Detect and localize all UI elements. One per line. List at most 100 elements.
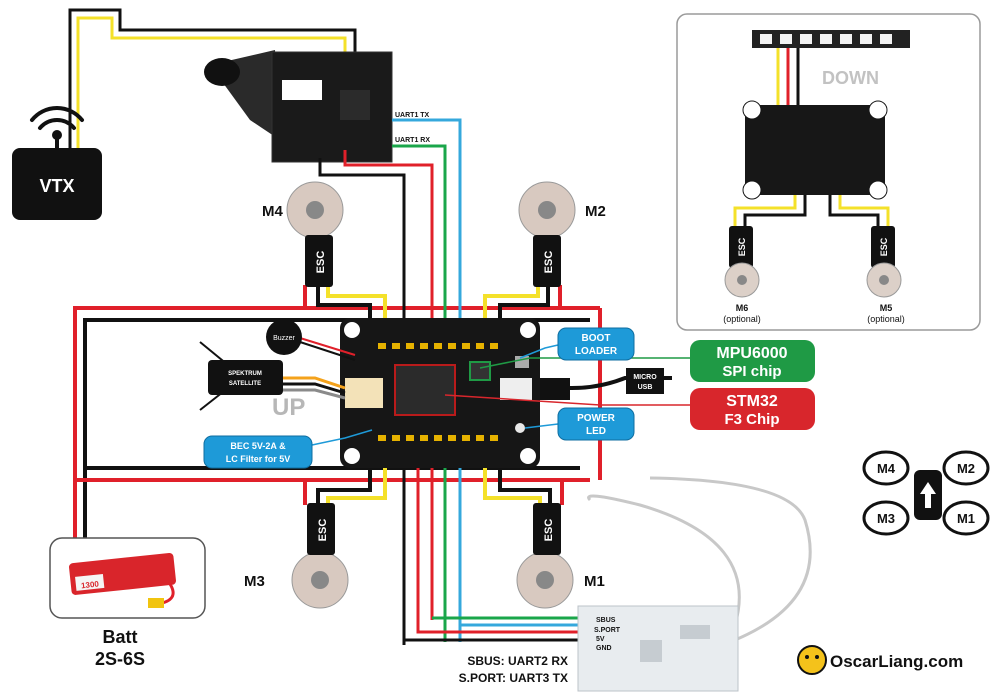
camera-board	[271, 51, 393, 163]
arrow-up-icon	[920, 482, 936, 508]
motor-m2-label: M2	[585, 203, 606, 220]
vtx-black-wire	[68, 8, 357, 150]
callout-stm32: STM32 F3 Chip	[690, 388, 815, 430]
receiver-antenna-1	[587, 494, 741, 626]
fc-solder-pads	[378, 343, 498, 441]
camera-lens	[204, 58, 240, 86]
micro-usb-line2: USB	[638, 384, 653, 391]
uart1-tx-label: UART1 TX	[395, 112, 430, 119]
motor-m3-label: M3	[244, 573, 265, 590]
fc-board-bottom	[745, 105, 885, 195]
esc-m3-label: ESC	[317, 519, 329, 542]
battery-capacity: 1300	[81, 579, 100, 590]
mpu-line1: MPU6000	[716, 345, 787, 362]
sbus-uart-note: SBUS: UART2 RX	[467, 654, 568, 668]
battery-positive-wire-top	[73, 306, 600, 540]
battery-label-line2: 2S-6S	[95, 649, 145, 669]
esc-m1-label: ESC	[543, 519, 555, 542]
motor-m6-label: M6	[736, 303, 749, 313]
spektrum-connector	[345, 378, 383, 408]
esc-m6: ESC	[729, 226, 753, 268]
vtx-label: VTX	[39, 176, 74, 196]
esc-m4: ESC	[305, 235, 333, 287]
receiver: SBUS S.PORT 5V GND	[577, 476, 812, 692]
motor-m5-label: M5	[880, 303, 893, 313]
callout-boot-loader: BOOT LOADER	[557, 327, 635, 361]
spektrum-label-line2: SATELLITE	[229, 381, 261, 387]
stm32-chip	[394, 364, 456, 416]
down-label: DOWN	[822, 68, 879, 88]
esc-m3: ESC	[307, 503, 335, 555]
motor-m6-optional: (optional)	[723, 314, 761, 324]
spektrum-label-line1: SPEKTRUM	[228, 371, 262, 377]
sport-uart-note: S.PORT: UART3 TX	[459, 671, 568, 685]
esc-m5: ESC	[871, 226, 895, 268]
receiver-pin-gnd: GND	[596, 645, 612, 652]
motor-order-icon: M4 M2 M3 M1	[862, 450, 990, 536]
camera-module: UART1 TX UART1 RX	[204, 50, 430, 163]
callout-power-led: POWER LED	[557, 407, 635, 441]
xt60-plug	[148, 598, 164, 608]
usb-plug	[540, 378, 570, 400]
uart1-rx-label: UART1 RX	[395, 137, 430, 144]
callout-leaders	[311, 344, 690, 446]
micro-usb-line1: MICRO	[633, 374, 657, 381]
buzzer-label: Buzzer	[273, 335, 295, 342]
callout-bec: BEC 5V-2A & LC Filter for 5V	[203, 435, 313, 469]
motor-m1-label: M1	[584, 573, 605, 590]
motor-m1: M1	[516, 551, 605, 609]
order-m3: M3	[877, 511, 895, 526]
esc-m2-label: ESC	[543, 251, 555, 274]
esc-m5-label: ESC	[879, 237, 889, 256]
mpu6000-chip	[469, 361, 491, 381]
callout-mpu6000: MPU6000 SPI chip	[690, 340, 815, 382]
vtx-box	[12, 148, 102, 220]
spektrum-box	[208, 360, 283, 395]
spektrum-satellite: SPEKTRUM SATELLITE	[199, 341, 346, 411]
receiver-pin-5v: 5V	[596, 636, 605, 643]
vtx-module: VTX	[12, 8, 357, 220]
mpu-line2: SPI chip	[722, 363, 781, 380]
esc-m6-label: ESC	[737, 237, 747, 256]
stm-line2: F3 Chip	[725, 411, 780, 428]
order-m1: M1	[957, 511, 975, 526]
camera-connector	[282, 80, 322, 100]
receiver-pin-sport: S.PORT	[594, 627, 621, 634]
bec-line2: LC Filter for 5V	[226, 454, 291, 464]
watermark-text: OscarLiang.com	[830, 652, 963, 671]
motor-m4: M4	[262, 181, 344, 239]
power-led-line1: POWER	[577, 413, 616, 424]
oscarliang-logo-icon	[797, 645, 827, 675]
usb-cable: MICRO USB	[540, 368, 672, 400]
flight-controller-top: UP	[272, 318, 540, 468]
power-led-line2: LED	[586, 426, 606, 437]
motor-m4-label: M4	[262, 203, 283, 220]
uart1-rx-wire	[392, 144, 447, 642]
order-m4: M4	[877, 461, 896, 476]
power-led	[515, 423, 525, 433]
motor-m5-optional: (optional)	[867, 314, 905, 324]
receiver-pin-sbus: SBUS	[596, 617, 616, 624]
receiver-antenna-2	[649, 476, 812, 642]
battery: 1300 Batt 2S-6S	[49, 537, 206, 669]
osd-chip	[340, 90, 370, 120]
boot-loader-line2: LOADER	[575, 346, 618, 357]
buzzer-icon	[266, 319, 302, 355]
micro-usb-box	[626, 368, 664, 394]
stm-line1: STM32	[726, 393, 778, 410]
buzzer: Buzzer	[266, 319, 356, 361]
usb-port	[500, 378, 532, 400]
esc-m4-label: ESC	[315, 251, 327, 274]
vtx-yellow-wire	[76, 16, 347, 150]
watermark: OscarLiang.com	[797, 645, 963, 675]
battery-label-line1: Batt	[103, 627, 138, 647]
order-m2: M2	[957, 461, 975, 476]
antenna-icon	[30, 106, 84, 150]
esc-m2: ESC	[533, 235, 561, 287]
down-panel: DOWN ESC ESC M6 (optional) M5 (optional)	[676, 13, 981, 331]
motor-m3: M3	[244, 551, 349, 609]
motor-m2: M2	[518, 181, 606, 239]
bec-line1: BEC 5V-2A &	[230, 441, 286, 451]
